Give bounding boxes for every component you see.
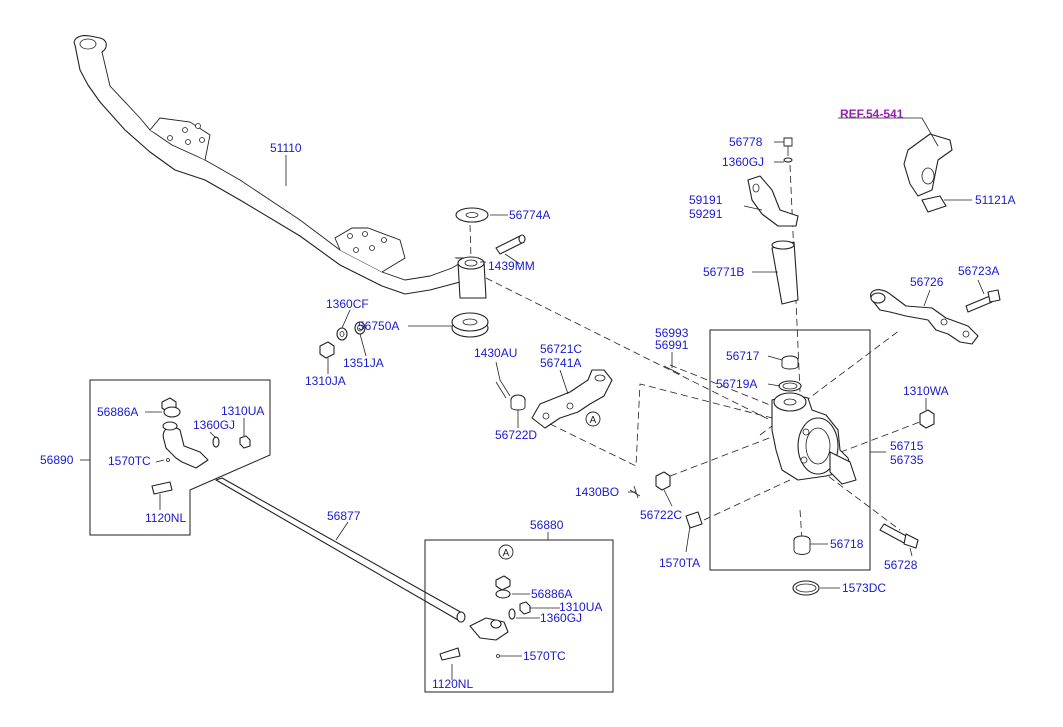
- label-56719A[interactable]: 56719A: [716, 377, 757, 391]
- callout-a-upper: A: [585, 411, 601, 427]
- label-56718[interactable]: 56718: [830, 537, 864, 551]
- label-56726[interactable]: 56726: [910, 275, 944, 289]
- left-tie-rod-end: [151, 397, 251, 495]
- label-56886A-right[interactable]: 56886A: [531, 587, 572, 601]
- label-56877[interactable]: 56877: [327, 509, 361, 523]
- pin-1439MM: [495, 234, 526, 255]
- bolt-56723A: [965, 289, 1001, 313]
- ring-1573DC: [792, 580, 820, 596]
- label-56880[interactable]: 56880: [530, 518, 564, 532]
- callout-a-upper-letter: A: [590, 415, 597, 426]
- bushing-56717: [781, 355, 799, 370]
- label-56722D[interactable]: 56722D: [495, 428, 537, 442]
- label-59191[interactable]: 59191: [689, 193, 723, 207]
- label-1310UA-right[interactable]: 1310UA: [559, 600, 602, 614]
- label-56723A[interactable]: 56723A: [958, 264, 999, 278]
- label-1310JA[interactable]: 1310JA: [305, 374, 346, 388]
- label-56728[interactable]: 56728: [884, 558, 918, 572]
- steering-arm-56726: [870, 289, 979, 345]
- label-1573DC[interactable]: 1573DC: [842, 581, 886, 595]
- label-1360GJ-left[interactable]: 1360GJ: [193, 418, 235, 432]
- tie-rod-56877: [215, 477, 466, 623]
- label-56991[interactable]: 56991: [655, 338, 689, 352]
- label-1570TC-left[interactable]: 1570TC: [108, 454, 151, 468]
- label-1439MM[interactable]: 1439MM: [488, 259, 535, 273]
- label-59291[interactable]: 59291: [689, 207, 723, 221]
- label-1570TC-right[interactable]: 1570TC: [523, 649, 566, 663]
- label-1430BO[interactable]: 1430BO: [575, 485, 619, 499]
- nut-1310WA: [919, 409, 935, 429]
- label-56750A[interactable]: 56750A: [358, 319, 399, 333]
- ref-label[interactable]: REF.54-541: [840, 107, 904, 121]
- label-1360CF[interactable]: 1360CF: [326, 297, 369, 311]
- label-56993[interactable]: 56993: [655, 326, 689, 340]
- label-56717[interactable]: 56717: [726, 349, 760, 363]
- pin-56993: [663, 365, 681, 375]
- left-tie-rod-end-box: [89, 379, 271, 536]
- label-56890[interactable]: 56890: [40, 453, 74, 467]
- callout-a-lower-letter: A: [503, 548, 510, 559]
- right-tie-rod-end-box: [424, 539, 614, 693]
- label-1310WA[interactable]: 1310WA: [903, 384, 949, 398]
- label-56771B[interactable]: 56771B: [703, 265, 744, 279]
- grease-nipple-1570TA: [685, 511, 703, 529]
- label-1360GJ-right[interactable]: 1360GJ: [540, 611, 582, 625]
- label-1351JA[interactable]: 1351JA: [343, 356, 384, 370]
- label-1310UA-left[interactable]: 1310UA: [221, 404, 264, 418]
- bushing-56722D: [510, 394, 526, 411]
- label-56741A[interactable]: 56741A: [540, 356, 581, 370]
- nut-washer-set-1310JA: [319, 321, 366, 359]
- label-51110[interactable]: 51110: [270, 141, 302, 155]
- label-56778[interactable]: 56778: [729, 135, 763, 149]
- label-56721C[interactable]: 56721C: [540, 342, 582, 356]
- label-1430AU[interactable]: 1430AU: [474, 346, 517, 360]
- leader-lines: [80, 117, 985, 680]
- bolt-56778: [783, 137, 793, 156]
- label-1570TA[interactable]: 1570TA: [659, 556, 700, 570]
- label-51121A[interactable]: 51121A: [975, 193, 1015, 207]
- right-tie-rod-end: A: [439, 544, 531, 661]
- label-56722C[interactable]: 56722C: [640, 508, 682, 522]
- cotter-pin-1430AU: [495, 379, 511, 399]
- knuckle-group-box: [709, 329, 871, 571]
- front-axle-beam: [73, 35, 487, 299]
- seal-56750A: [451, 312, 489, 338]
- bracket-51121A: [903, 133, 953, 213]
- steering-knuckle: [771, 392, 857, 485]
- nut-56722C: [655, 471, 671, 491]
- label-56715[interactable]: 56715: [890, 439, 924, 453]
- label-1120NL-right[interactable]: 1120NL: [432, 677, 473, 691]
- label-56774A[interactable]: 56774A: [509, 208, 550, 222]
- bolt-56728: [879, 523, 919, 549]
- bushing-56718: [793, 535, 811, 555]
- knuckle-arm: [531, 369, 613, 429]
- label-1360GJ-top[interactable]: 1360GJ: [722, 155, 764, 169]
- bracket-59191: [747, 175, 799, 227]
- label-56886A-left[interactable]: 56886A: [97, 405, 138, 419]
- kingpin-56771B: [771, 240, 799, 305]
- part-labels: REF.54-541 51110 56774A 1439MM 1360CF 56…: [40, 107, 1015, 691]
- label-56735[interactable]: 56735: [890, 453, 924, 467]
- ring-56719A: [778, 380, 802, 392]
- washer-56774A: [455, 207, 489, 223]
- washer-1360GJ-top: [783, 157, 793, 163]
- label-1120NL-left[interactable]: 1120NL: [145, 511, 186, 525]
